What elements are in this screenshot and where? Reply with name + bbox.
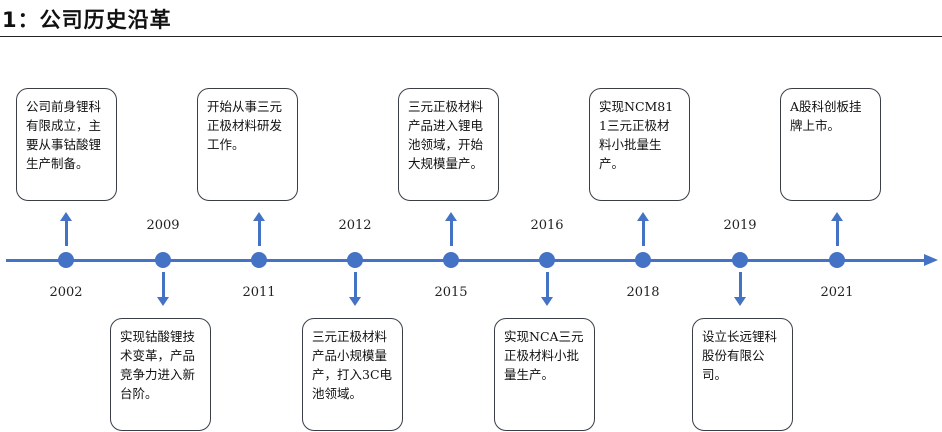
timeline-node-2016 <box>539 252 555 268</box>
event-box-2015: 三元正极材料产品进入锂电池领域，开始大规模量产。 <box>398 88 499 201</box>
event-box-2021: A股科创板挂牌上市。 <box>780 88 881 201</box>
timeline-year-2018: 2018 <box>626 285 660 300</box>
arrow-up-2002 <box>60 212 72 246</box>
arrow-down-2016 <box>541 272 553 306</box>
timeline-node-2011 <box>251 252 267 268</box>
timeline-axis <box>6 259 928 262</box>
event-box-2019: 设立长远锂科股份有限公司。 <box>692 318 793 431</box>
timeline-node-2015 <box>443 252 459 268</box>
event-box-2011: 开始从事三元正极材料研发工作。 <box>197 88 298 201</box>
event-text-2002: 公司前身锂科有限成立，主要从事钴酸锂生产制备。 <box>26 99 102 171</box>
event-box-2009: 实现钴酸锂技术变革，产品竞争力进入新台阶。 <box>110 318 211 431</box>
arrow-up-2011 <box>253 212 265 246</box>
event-text-2012: 三元正极材料产品小规模量产，打入3C电池领域。 <box>312 329 393 401</box>
event-text-2021: A股科创板挂牌上市。 <box>790 99 862 133</box>
arrow-down-2009 <box>157 272 169 306</box>
timeline-year-2019: 2019 <box>723 218 757 233</box>
timeline-node-2009 <box>155 252 171 268</box>
timeline-year-2009: 2009 <box>146 218 180 233</box>
event-text-2016: 实现NCA三元正极材料小批量生产。 <box>504 329 584 382</box>
event-text-2015: 三元正极材料产品进入锂电池领域，开始大规模量产。 <box>408 99 484 171</box>
timeline-node-2002 <box>58 252 74 268</box>
timeline-axis-arrowhead <box>924 254 938 266</box>
event-text-2011: 开始从事三元正极材料研发工作。 <box>207 99 283 152</box>
timeline-year-2021: 2021 <box>820 285 854 300</box>
event-box-2016: 实现NCA三元正极材料小批量生产。 <box>494 318 595 431</box>
event-text-2018: 实现NCM811三元正极材料小批量生产。 <box>599 99 674 171</box>
title-divider <box>0 36 942 37</box>
event-text-2019: 设立长远锂科股份有限公司。 <box>702 329 778 382</box>
timeline-year-2015: 2015 <box>434 285 468 300</box>
event-box-2002: 公司前身锂科有限成立，主要从事钴酸锂生产制备。 <box>16 88 117 201</box>
arrow-up-2021 <box>831 212 843 246</box>
page-title: 1：公司历史沿革 <box>2 8 172 32</box>
timeline-year-2011: 2011 <box>242 285 276 300</box>
timeline-node-2012 <box>347 252 363 268</box>
timeline-year-2016: 2016 <box>530 218 564 233</box>
timeline-node-2021 <box>829 252 845 268</box>
timeline-node-2018 <box>635 252 651 268</box>
event-text-2009: 实现钴酸锂技术变革，产品竞争力进入新台阶。 <box>120 329 196 401</box>
arrow-up-2015 <box>445 212 457 246</box>
timeline-node-2019 <box>732 252 748 268</box>
arrow-down-2012 <box>349 272 361 306</box>
event-box-2012: 三元正极材料产品小规模量产，打入3C电池领域。 <box>302 318 403 431</box>
timeline-year-2012: 2012 <box>338 218 372 233</box>
arrow-up-2018 <box>637 212 649 246</box>
event-box-2018: 实现NCM811三元正极材料小批量生产。 <box>589 88 690 201</box>
timeline-year-2002: 2002 <box>49 285 83 300</box>
arrow-down-2019 <box>734 272 746 306</box>
